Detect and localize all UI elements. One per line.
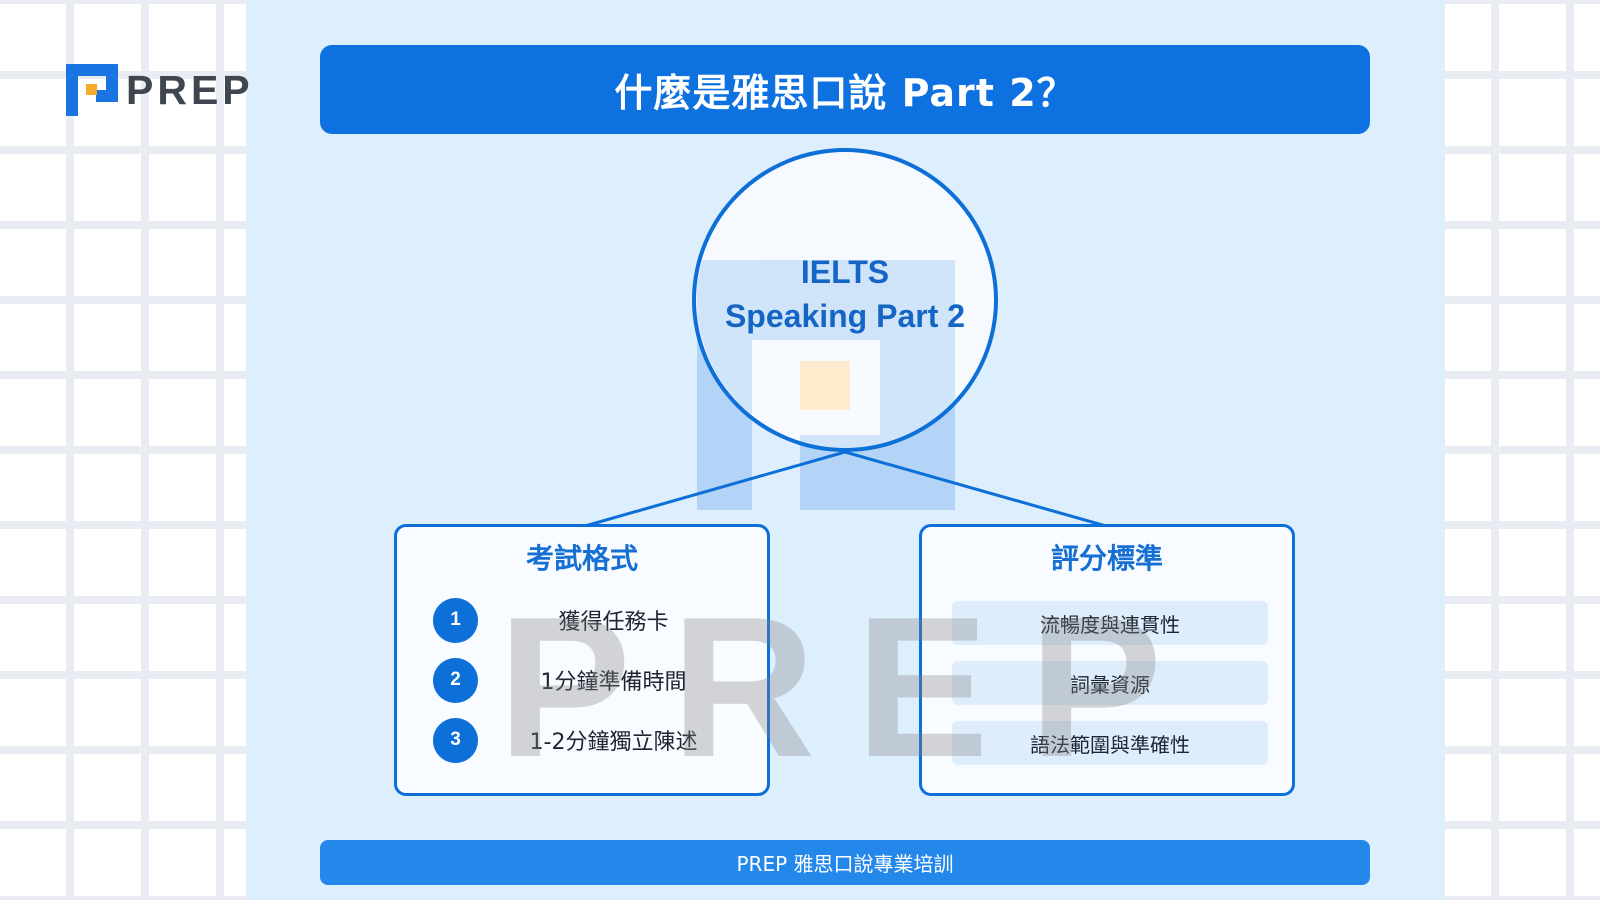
page-title: 什麼是雅思口說 Part 2？ [614, 71, 1076, 115]
format-step: 3 1-2分鐘獨立陳述 [433, 717, 743, 763]
step-number-badge: 3 [433, 717, 478, 763]
criteria-box: 評分標準 流暢度與連貫性 詞彙資源 語法範圍與準確性 [919, 524, 1295, 796]
connector-left [584, 450, 846, 528]
criteria-item: 詞彙資源 [952, 661, 1268, 705]
prep-logo[interactable]: PREP [66, 64, 254, 116]
step-number-badge: 1 [433, 597, 478, 643]
center-label-line1: IELTS [800, 254, 890, 290]
format-step: 2 1分鐘準備時間 [433, 657, 743, 703]
step-text: 1-2分鐘獨立陳述 [529, 730, 698, 755]
footer-text: PREP 雅思口說專業培訓 [736, 852, 954, 876]
title-banner: 什麼是雅思口說 Part 2？ [320, 45, 1370, 134]
logo-text: PREP [126, 67, 254, 113]
prep-logo-icon [66, 64, 118, 116]
criteria-item: 流暢度與連貫性 [952, 601, 1268, 645]
criteria-item: 語法範圍與準確性 [952, 721, 1268, 765]
format-box: 考試格式 1 獲得任務卡 2 1分鐘準備時間 3 1-2分鐘獨立陳述 [394, 524, 770, 796]
format-step: 1 獲得任務卡 [433, 597, 743, 643]
center-label: IELTS Speaking Part 2 [692, 250, 998, 338]
format-heading: 考試格式 [525, 542, 638, 575]
criteria-heading: 評分標準 [1050, 542, 1163, 575]
center-label-line2: Speaking Part 2 [724, 298, 966, 334]
step-text: 1分鐘準備時間 [540, 670, 687, 695]
step-text: 獲得任務卡 [558, 610, 669, 635]
connector-right [844, 450, 1107, 528]
footer-banner: PREP 雅思口說專業培訓 [320, 840, 1370, 885]
step-number-badge: 2 [433, 657, 478, 703]
prep-watermark-text: PREP [497, 576, 1203, 799]
